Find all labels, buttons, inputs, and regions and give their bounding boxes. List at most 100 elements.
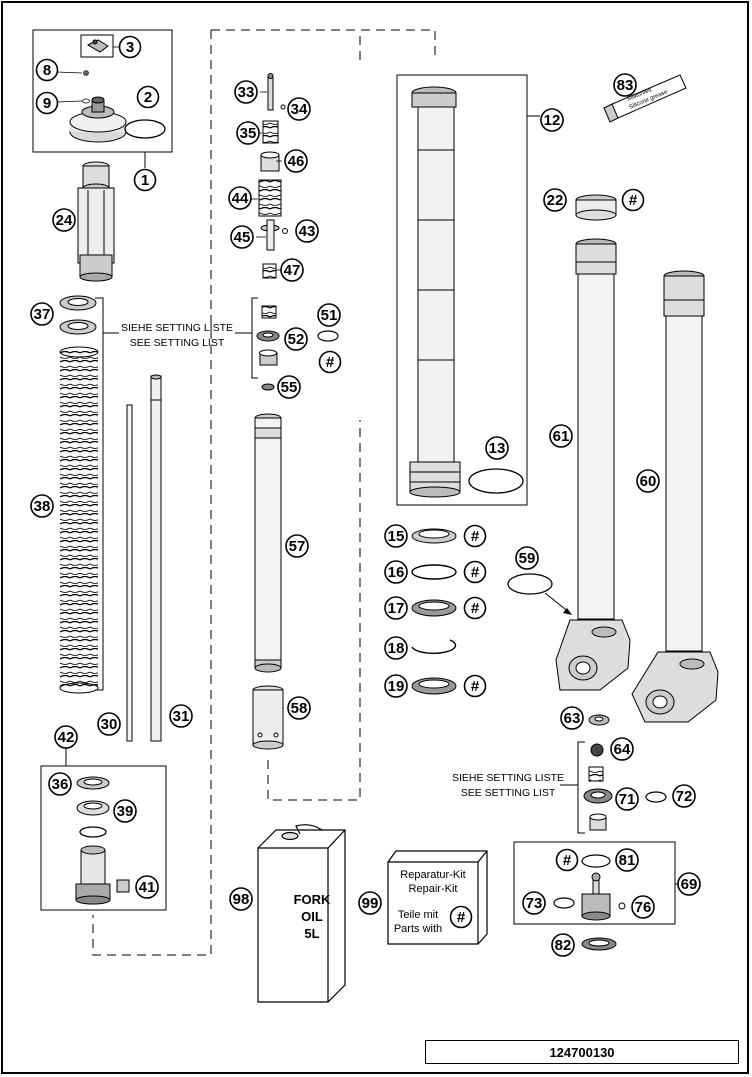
callout-number: 22 <box>547 192 564 209</box>
callout-number: 51 <box>321 307 338 324</box>
repair-kit-line-4: Parts with <box>394 923 442 935</box>
callout-number: 76 <box>635 899 652 916</box>
callout-circle <box>169 704 193 728</box>
hash-symbol: # <box>563 852 572 869</box>
setting-bracket-valve <box>251 297 258 379</box>
callout-circle <box>615 787 639 811</box>
callout-number: 17 <box>388 600 405 617</box>
hash-callout: # <box>318 350 342 374</box>
oil-can-98-part <box>257 824 346 1003</box>
callout-number: 38 <box>34 498 51 515</box>
hash-symbol: # <box>471 528 480 545</box>
callout-45: 45 <box>230 225 254 249</box>
sleeve-58-part <box>252 685 284 750</box>
callout-circle <box>358 891 382 915</box>
callout-circle <box>615 848 639 872</box>
callout-number: 24 <box>56 212 73 229</box>
callout-circle <box>52 208 76 232</box>
callout-circle <box>228 186 252 210</box>
callout-number: 58 <box>291 700 308 717</box>
callout-number: 30 <box>101 716 118 733</box>
hash-callout: # <box>449 905 473 929</box>
spring-retainer-24-part <box>77 161 115 282</box>
callout-circle <box>551 933 575 957</box>
callout-number: 73 <box>526 895 543 912</box>
callout-number: 46 <box>288 153 305 170</box>
callout-46: 46 <box>284 149 308 173</box>
callout-2: 2 <box>136 85 160 109</box>
callout-73: 73 <box>522 891 546 915</box>
washer-9-part <box>82 98 90 104</box>
callout-64: 64 <box>610 737 634 761</box>
callout-82: 82 <box>551 933 575 957</box>
callout-circle <box>229 887 253 911</box>
callout-circle <box>549 424 573 448</box>
callout-59: 59 <box>515 546 539 570</box>
callout-31: 31 <box>169 704 193 728</box>
callout-72: 72 <box>672 784 696 808</box>
oil-can-label: FORK OIL 5L <box>294 892 331 941</box>
callout-69: 69 <box>677 872 701 896</box>
callout-98: 98 <box>229 887 253 911</box>
callout-circle <box>135 875 159 899</box>
hash-callout: # <box>621 188 645 212</box>
callout-39: 39 <box>113 799 137 823</box>
callout-circle <box>287 696 311 720</box>
bushing-22-part <box>575 194 617 221</box>
valve-3-part <box>80 34 114 58</box>
callout-number: 2 <box>144 89 152 106</box>
callout-58: 58 <box>287 696 311 720</box>
rod-31-part <box>150 374 162 742</box>
setting-bracket-spring <box>95 297 252 691</box>
seal-stack-parts <box>411 528 457 695</box>
oil-label-line-1: FORK <box>294 892 331 907</box>
setting-bracket-base <box>560 741 585 834</box>
hash-circle <box>318 350 342 374</box>
callout-circle <box>672 784 696 808</box>
callout-circle <box>97 712 121 736</box>
callout-circle <box>384 674 408 698</box>
callout-76: 76 <box>631 895 655 919</box>
callout-43: 43 <box>295 219 319 243</box>
inner-tube-60-part <box>631 270 719 723</box>
callout-number: 45 <box>234 229 251 246</box>
callout-8: 8 <box>35 58 59 82</box>
callout-number: 41 <box>139 879 156 896</box>
oil-label-line-2: OIL <box>301 909 323 924</box>
callout-circle <box>540 108 564 132</box>
callout-circle <box>285 534 309 558</box>
callout-number: 1 <box>141 172 149 189</box>
callout-number: 42 <box>58 729 75 746</box>
callout-number: 13 <box>489 440 506 457</box>
callout-circle <box>30 494 54 518</box>
callout-number: 16 <box>388 564 405 581</box>
hash-circle <box>463 560 487 584</box>
callout-circle <box>133 168 157 192</box>
group-box-42 <box>40 746 167 911</box>
callout-number: 39 <box>117 803 134 820</box>
callout-51: 51 <box>317 303 341 327</box>
callout-19: 19 <box>384 674 408 698</box>
repair-kit-label: Reparatur-Kit Repair-Kit Teile mit Parts… <box>394 869 466 935</box>
callout-circle <box>280 258 304 282</box>
callout-13: 13 <box>485 436 509 460</box>
setting-list-label-top: SIEHE SETTING LISTE SEE SETTING LIST <box>121 322 233 349</box>
hash-callout: # <box>463 596 487 620</box>
callout-number: 81 <box>619 852 636 869</box>
callout-circle <box>287 97 311 121</box>
callout-number: 64 <box>614 741 631 758</box>
callout-circle <box>543 188 567 212</box>
hash-callout: # <box>555 848 579 872</box>
callout-number: 72 <box>676 788 693 805</box>
callout-3: 3 <box>118 35 142 59</box>
callout-circle <box>515 546 539 570</box>
callout-circle <box>295 219 319 243</box>
hash-circle <box>621 188 645 212</box>
valve-stack-parts <box>256 73 339 391</box>
callout-circle <box>636 469 660 493</box>
callout-number: 44 <box>232 190 249 207</box>
callout-number: 98 <box>233 891 250 908</box>
document-number: 124700130 <box>425 1040 739 1064</box>
